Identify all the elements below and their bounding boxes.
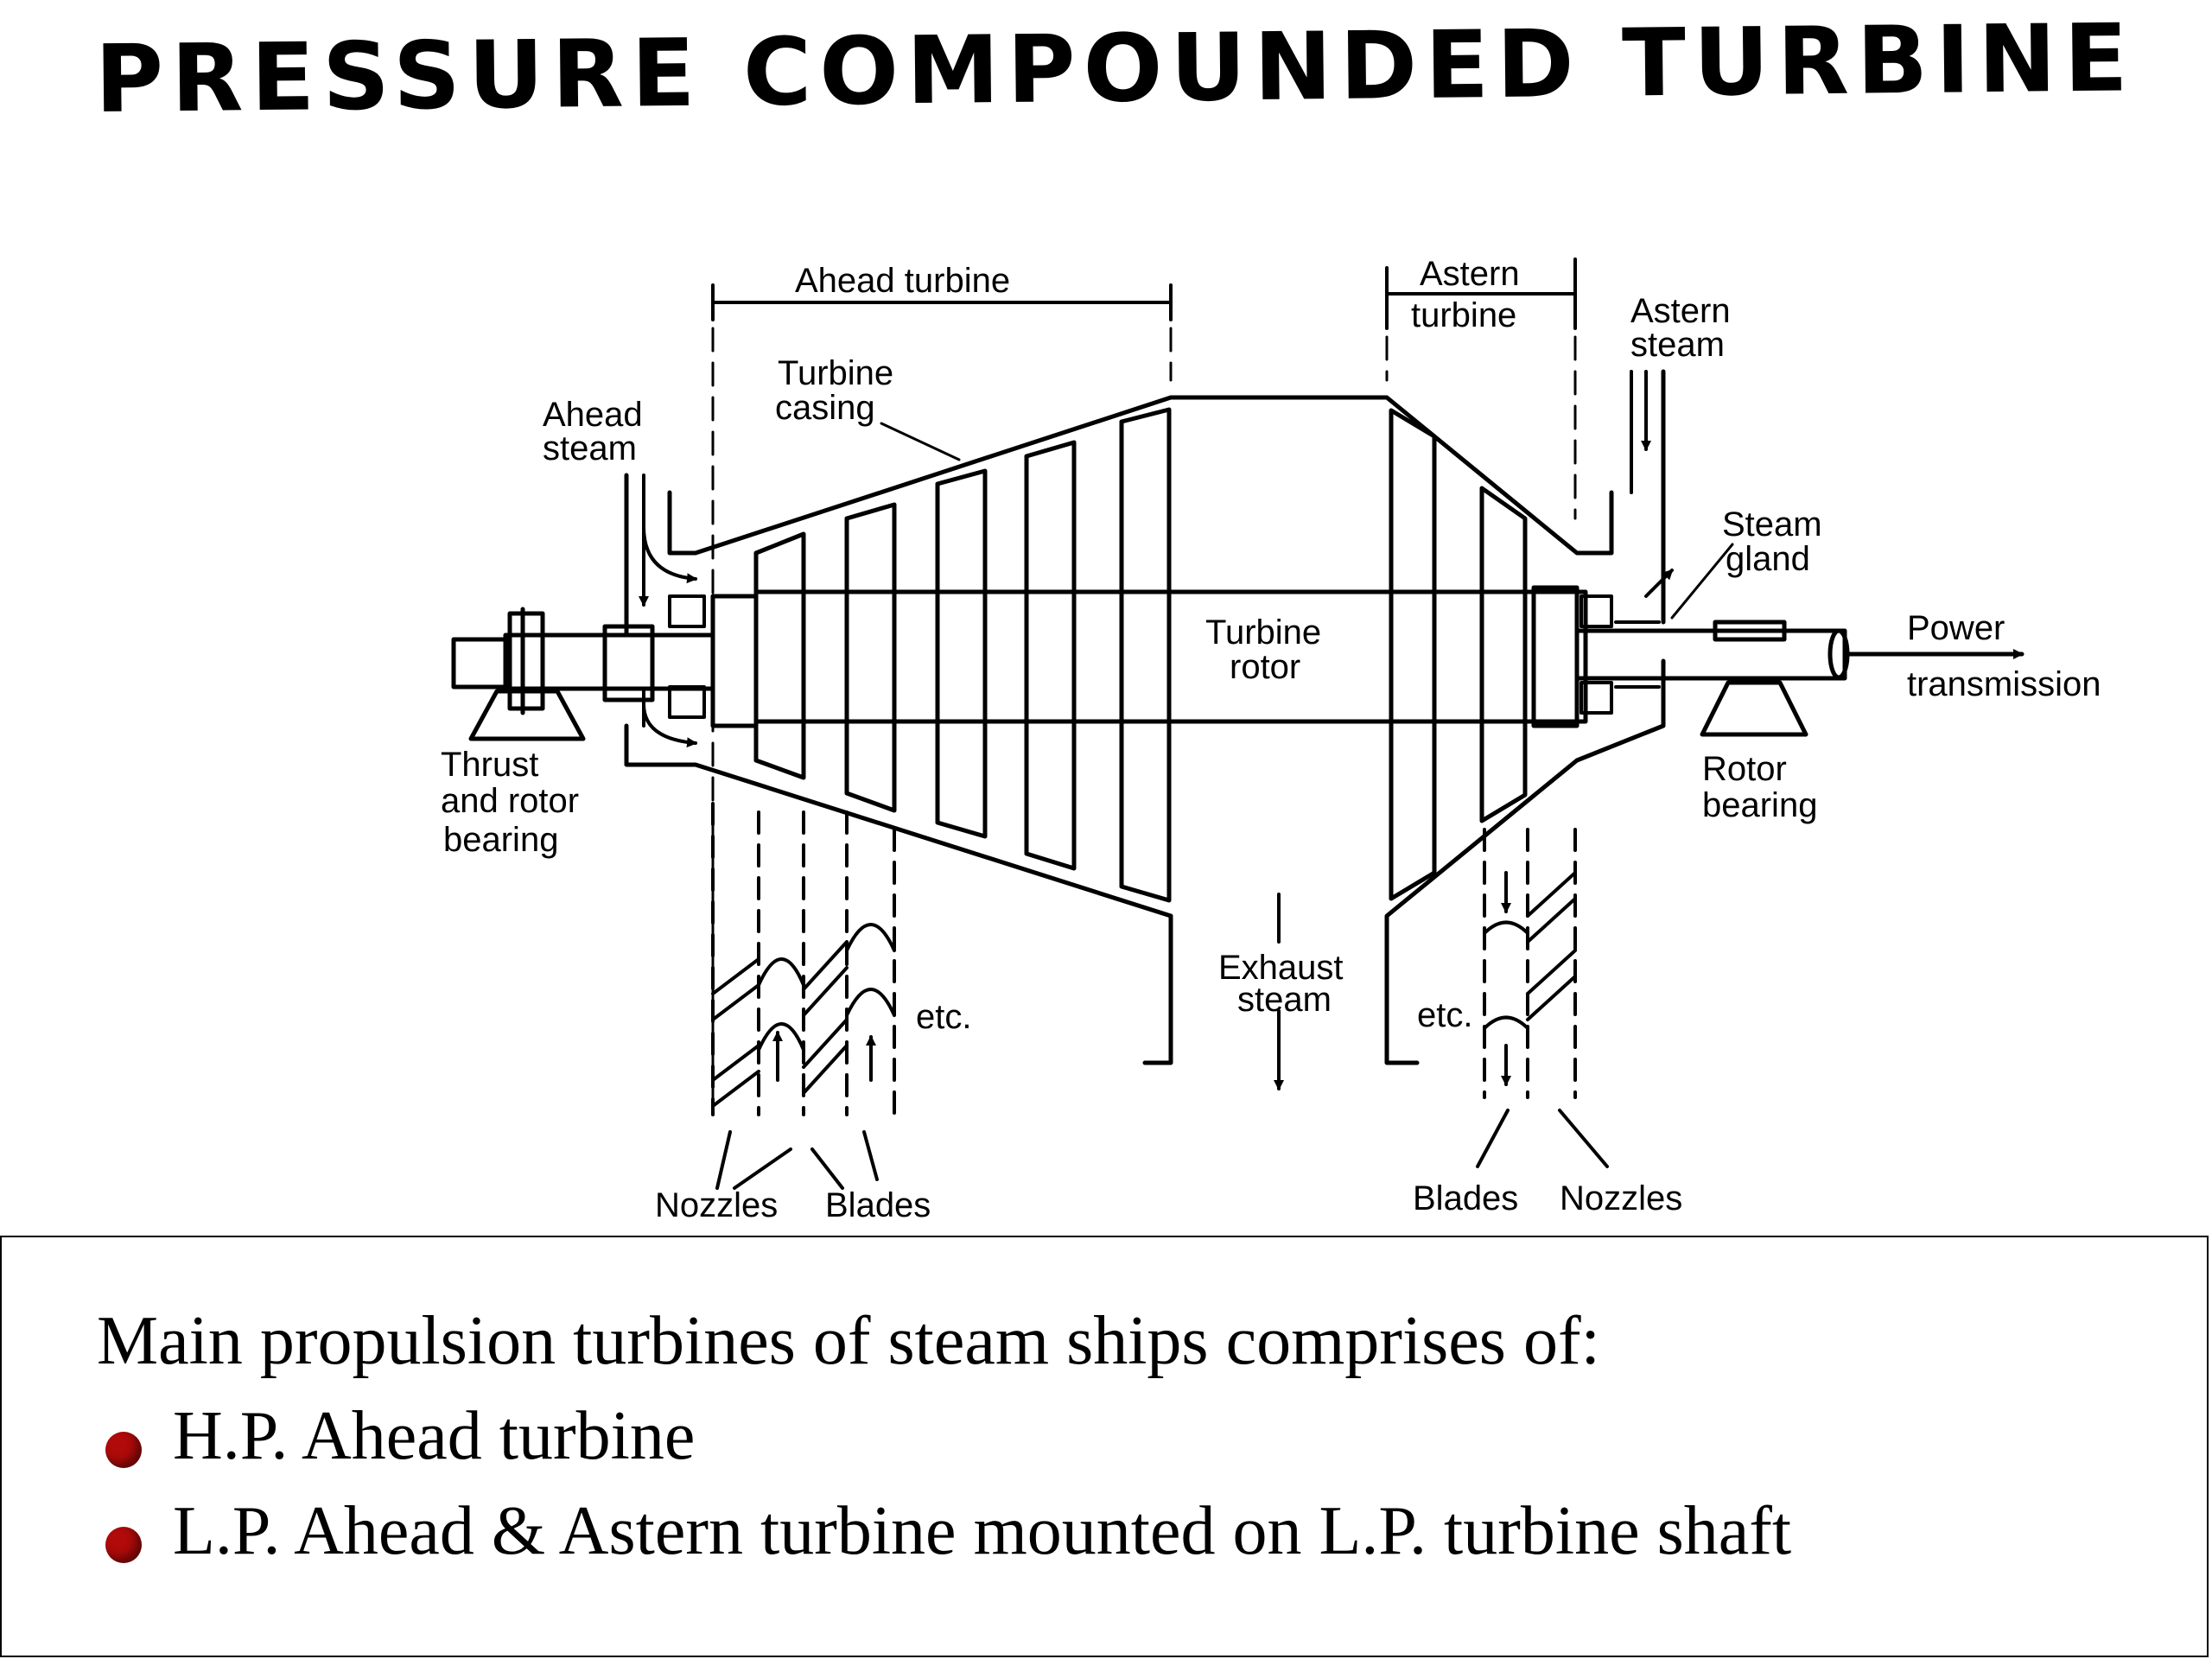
turbine-diagram: Ahead turbine Astern turbine Astern stea…: [441, 255, 2101, 1224]
bullet-icon: [105, 1527, 142, 1563]
intro-text: Main propulsion turbines of steam ships …: [97, 1303, 1600, 1379]
label-etc-right: etc.: [1417, 996, 1472, 1034]
astern-turbine-dimension: [1385, 257, 1577, 520]
label-blades-left: Blades: [825, 1186, 931, 1224]
label-etc-left: etc.: [916, 998, 971, 1036]
steam-glands: [668, 594, 1661, 719]
ahead-nozzle-blade-detail: [711, 802, 896, 1190]
label-power-transmission-2: transmission: [1907, 665, 2101, 703]
rotor-bearing: [1700, 620, 1808, 737]
bullet-text: L.P. Ahead & Astern turbine mounted on L…: [173, 1493, 1792, 1569]
ahead-steam-inlet: [639, 474, 697, 748]
thrust-bearing: [468, 607, 586, 741]
ahead-blade-stages: [753, 407, 1172, 903]
content-box: Main propulsion turbines of steam ships …: [0, 1236, 2209, 1657]
label-ahead-steam-2: steam: [543, 429, 637, 467]
label-thrust-bearing-2: and rotor: [441, 782, 579, 820]
label-astern-steam: Astern: [1630, 292, 1731, 330]
label-exhaust-steam: Exhaust: [1218, 949, 1344, 987]
label-turbine-rotor-2: rotor: [1230, 648, 1300, 686]
label-thrust-bearing: Thrust: [441, 746, 538, 784]
bullet-icon: [105, 1432, 142, 1468]
label-astern-turbine-2: turbine: [1411, 296, 1516, 334]
label-turbine-casing-2: casing: [775, 389, 875, 427]
label-astern-turbine: Astern: [1420, 255, 1520, 293]
label-turbine-rotor: Turbine: [1205, 613, 1321, 652]
label-turbine-casing: Turbine: [778, 354, 893, 392]
label-ahead-turbine: Ahead turbine: [795, 262, 1010, 300]
label-power-transmission: Power: [1907, 609, 2005, 647]
label-thrust-bearing-3: bearing: [443, 821, 558, 859]
label-astern-steam-2: steam: [1630, 326, 1725, 364]
label-nozzles-left: Nozzles: [655, 1186, 778, 1224]
label-steam-gland-2: gland: [1726, 540, 1810, 578]
label-blades-right: Blades: [1413, 1179, 1518, 1217]
label-rotor-bearing-2: bearing: [1702, 786, 1817, 824]
label-rotor-bearing: Rotor: [1702, 750, 1787, 788]
leader-lines: [880, 422, 1734, 620]
label-ahead-steam: Ahead: [543, 396, 643, 434]
label-exhaust-steam-2: steam: [1237, 981, 1332, 1019]
bullet-text: H.P. Ahead turbine: [173, 1398, 696, 1474]
astern-steam-inlet: [1630, 370, 1674, 598]
label-steam-gland: Steam: [1722, 505, 1822, 543]
astern-blade-stages: [1389, 408, 1528, 901]
label-nozzles-right: Nozzles: [1560, 1179, 1682, 1217]
astern-nozzle-blade-detail: [1476, 828, 1609, 1168]
